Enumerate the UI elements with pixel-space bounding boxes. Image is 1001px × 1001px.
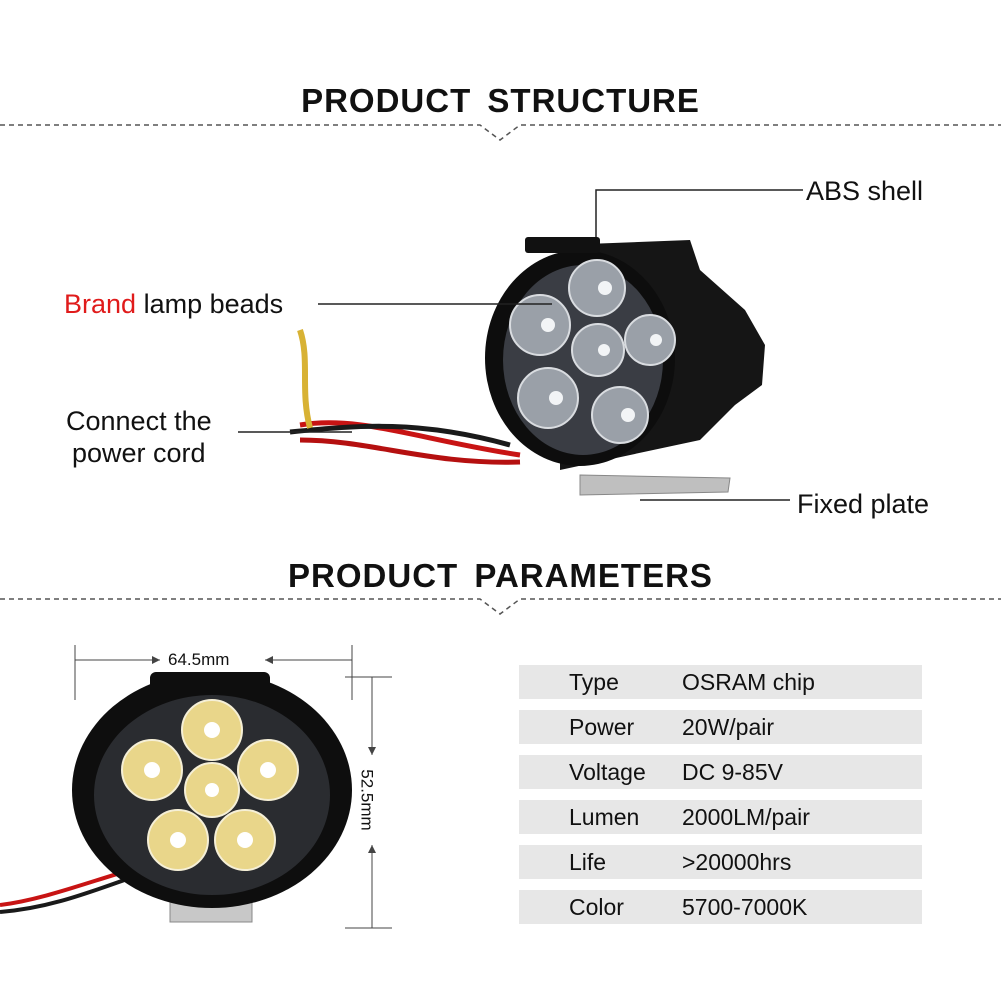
brand-word: Brand (64, 289, 137, 319)
abs-shell-label: ABS shell (806, 176, 924, 206)
structure-title: PRODUCT STRUCTURE (301, 82, 700, 119)
param-value: 20W/pair (682, 713, 775, 740)
param-value: OSRAM chip (682, 668, 815, 695)
param-value: >20000hrs (682, 848, 792, 875)
width-dimension-label: 64.5mm (168, 650, 230, 669)
param-value: 5700-7000K (682, 893, 808, 920)
parameters-title: PRODUCT PARAMETERS (288, 557, 713, 594)
lamp-beads-text: lamp beads (136, 289, 284, 319)
parameters-table: Type OSRAM chip Power 20W/pair Voltage D… (519, 665, 922, 935)
param-key: Type (569, 668, 619, 695)
fixed-plate-label: Fixed plate (797, 489, 930, 519)
param-row-type: Type OSRAM chip (519, 665, 922, 699)
param-key: Power (569, 713, 635, 740)
param-key: Voltage (569, 758, 646, 785)
lamp-beads-label: Brand lamp beads (64, 288, 283, 320)
callout-lines (238, 189, 803, 501)
param-key: Life (569, 848, 607, 875)
structure-divider (0, 124, 1001, 141)
param-row-lumen: Lumen 2000LM/pair (519, 800, 922, 834)
param-value: DC 9-85V (682, 758, 783, 785)
param-row-power: Power 20W/pair (519, 710, 922, 744)
lamp-front-view-image (0, 645, 392, 929)
param-key: Lumen (569, 803, 640, 830)
power-cord-label-line2: power cord (72, 438, 206, 468)
param-row-color: Color 5700-7000K (519, 890, 922, 924)
param-row-life: Life >20000hrs (519, 845, 922, 879)
height-dimension-label: 52.5mm (357, 769, 377, 831)
power-cord-label-line1: Connect the (66, 406, 212, 436)
param-row-voltage: Voltage DC 9-85V (519, 755, 922, 789)
param-value: 2000LM/pair (682, 803, 810, 830)
parameters-divider (0, 598, 1001, 615)
param-key: Color (569, 893, 624, 920)
